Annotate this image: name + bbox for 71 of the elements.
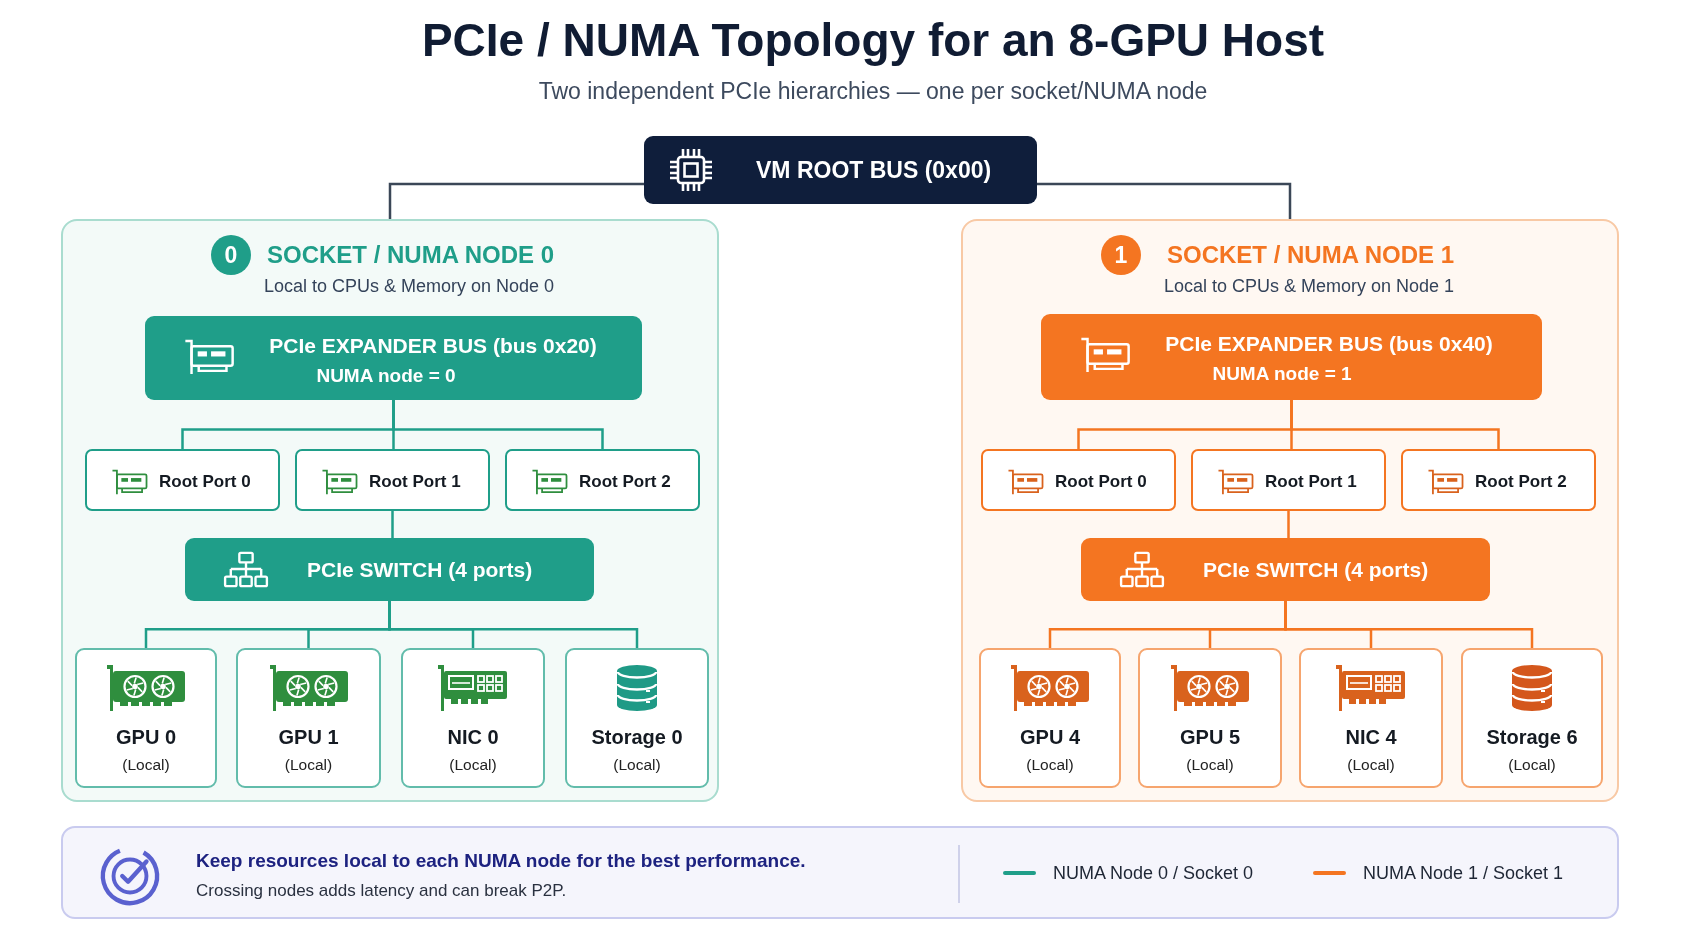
bus-label: VM ROOT BUS (0x00) [756,156,992,184]
expander-bus-box [145,316,642,400]
number-badge: 0 [211,235,251,275]
device-name: Storage 0 [591,725,683,749]
device-card [1299,648,1443,788]
device-locality: (Local) [122,756,170,774]
port-label: Root Port 1 [369,472,461,492]
note-text: Crossing nodes adds latency and can break P2P. [196,881,567,901]
device-locality: (Local) [613,756,661,774]
port-label: Root Port 0 [1055,472,1147,492]
device-name: NIC 4 [1345,725,1397,749]
root-port-box [505,449,700,511]
port-label: Root Port 1 [1265,472,1357,492]
root-port-box [981,449,1176,511]
device-locality: (Local) [449,756,497,774]
panel-subheading: Local to CPUs & Memory on Node 0 [263,275,555,297]
panel-subheading: Local to CPUs & Memory on Node 1 [1163,275,1455,297]
numa-node-panel [61,219,719,802]
device-name: GPU 5 [1180,725,1240,749]
device-name: GPU 0 [116,725,176,749]
device-name: Storage 6 [1486,725,1578,749]
legend-label: NUMA Node 0 / Socket 0 [1053,862,1254,884]
connector-line [391,511,394,538]
root-port-box [85,449,280,511]
panel-heading: SOCKET / NUMA NODE 0 [267,241,555,269]
device-card [401,648,545,788]
root-port-box [1401,449,1596,511]
switch-label: PCIe SWITCH (4 ports) [307,557,533,582]
bus-numa-label: NUMA node = 0 [316,365,456,387]
note-heading: Keep resources local to each NUMA node for the best performance. [196,850,806,872]
number-badge: 1 [1101,235,1141,275]
switch-box [1081,538,1490,601]
root-port-box [295,449,490,511]
diagram-title: PCIe / NUMA Topology for an 8-GPU Host [421,13,1325,67]
connector-line [388,182,644,219]
subtitle: Two independent PCIe hierarchies — one per socket/NUMA node [538,77,1208,105]
connector-line [1284,601,1534,648]
switch-label: PCIe SWITCH (4 ports) [1203,557,1429,582]
bus-title: PCIe EXPANDER BUS (bus 0x40) [1165,331,1493,357]
device-locality: (Local) [1186,756,1234,774]
port-label: Root Port 0 [159,472,251,492]
device-locality: (Local) [1026,756,1074,774]
connector-line [1287,511,1290,538]
device-card [236,648,381,788]
root-port-box [1191,449,1386,511]
root-bus-box [644,136,1037,204]
panel-heading: SOCKET / NUMA NODE 1 [1167,241,1455,269]
connector-line [388,601,639,648]
device-locality: (Local) [1508,756,1556,774]
device-locality: (Local) [1347,756,1395,774]
device-name: NIC 0 [447,725,499,749]
device-name: GPU 1 [278,725,339,749]
device-locality: (Local) [284,756,333,774]
port-label: Root Port 2 [579,472,671,492]
device-card [1138,648,1282,788]
device-name: GPU 4 [1020,725,1080,749]
device-card [979,648,1121,788]
connector-line [1037,182,1292,219]
bus-title: PCIe EXPANDER BUS (bus 0x20) [269,333,597,359]
expander-bus-box [1041,314,1542,400]
legend-label: NUMA Node 1 / Socket 1 [1363,862,1564,884]
connector-line [1290,400,1500,449]
device-card [75,648,217,788]
device-card [1461,648,1603,788]
switch-box [185,538,594,601]
note-banner [61,826,1619,919]
device-card [565,648,709,788]
connector-line [392,400,604,449]
bus-numa-label: NUMA node = 1 [1212,363,1352,385]
numa-node-panel [961,219,1619,802]
port-label: Root Port 2 [1475,472,1567,492]
